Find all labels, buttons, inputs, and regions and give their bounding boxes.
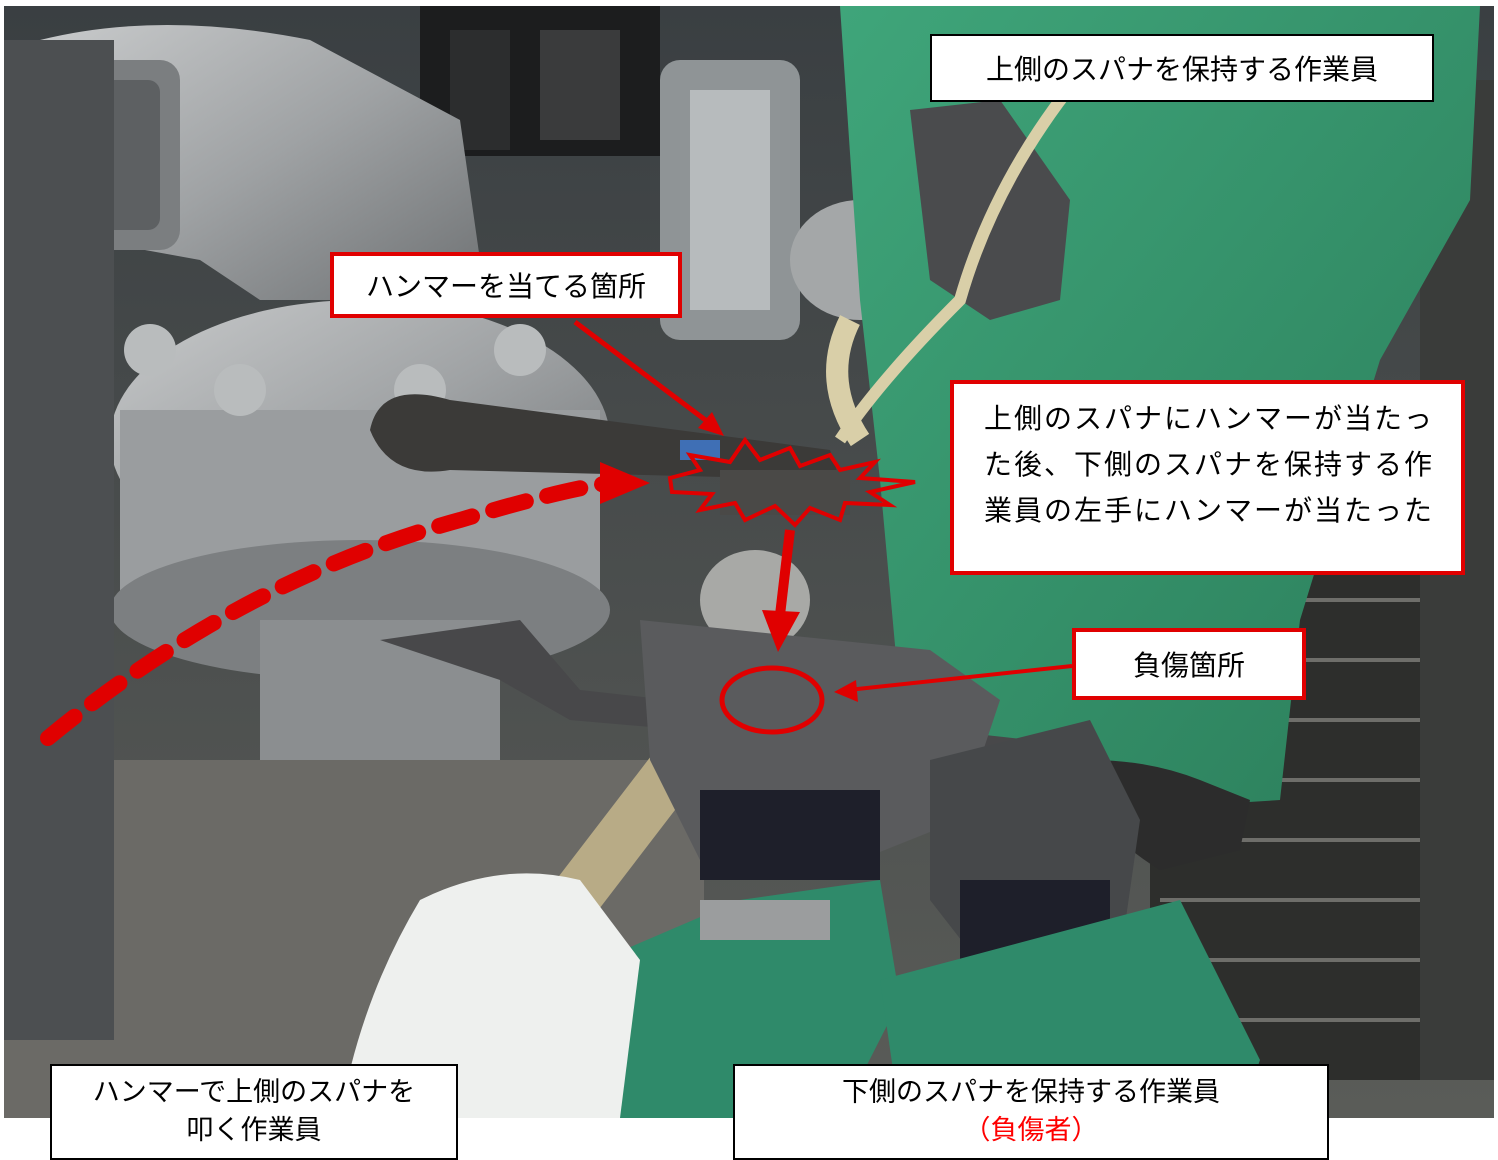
label-injury-site: 負傷箇所: [1072, 628, 1306, 700]
impact-burst-icon: [667, 436, 916, 528]
injury-arrowhead-icon: [834, 680, 858, 702]
deflection-arrow: [775, 529, 795, 616]
hammer-swing-path: [40, 475, 618, 746]
deflection-arrowhead-icon: [762, 610, 800, 652]
label-top-worker-text: 上側のスパナを保持する作業員: [985, 53, 1378, 86]
label-hammer-worker-text: ハンマーで上側のスパナを叩く作業員: [92, 1077, 416, 1146]
label-bottom-worker-note: （負傷者）: [963, 1115, 1099, 1146]
swing-arrowhead-icon: [600, 462, 650, 504]
label-hammer-point-text: ハンマーを当てる箇所: [365, 270, 646, 303]
hammer-point-arrow: [573, 320, 714, 427]
label-bottom-worker-text: 下側のスパナを保持する作業員: [842, 1077, 1220, 1108]
label-top-worker: 上側のスパナを保持する作業員: [930, 34, 1434, 102]
hammer-point-arrowhead-icon: [698, 412, 724, 436]
upper-wrench: [370, 394, 840, 480]
injury-circle: [719, 665, 825, 735]
label-bottom-worker: 下側のスパナを保持する作業員 （負傷者）: [733, 1064, 1329, 1160]
label-hammer-worker: ハンマーで上側のスパナを叩く作業員: [50, 1064, 458, 1160]
label-event-description: 上側のスパナにハンマーが当たった後、下側のスパナを保持する作業員の左手にハンマー…: [950, 380, 1465, 575]
injury-arrow: [847, 664, 1073, 692]
label-hammer-point: ハンマーを当てる箇所: [330, 252, 682, 318]
label-event-description-text: 上側のスパナにハンマーが当たった後、下側のスパナを保持する作業員の左手にハンマー…: [984, 402, 1435, 527]
label-injury-site-text: 負傷箇所: [1132, 649, 1245, 682]
hammer-worker-glove: [340, 873, 640, 1118]
